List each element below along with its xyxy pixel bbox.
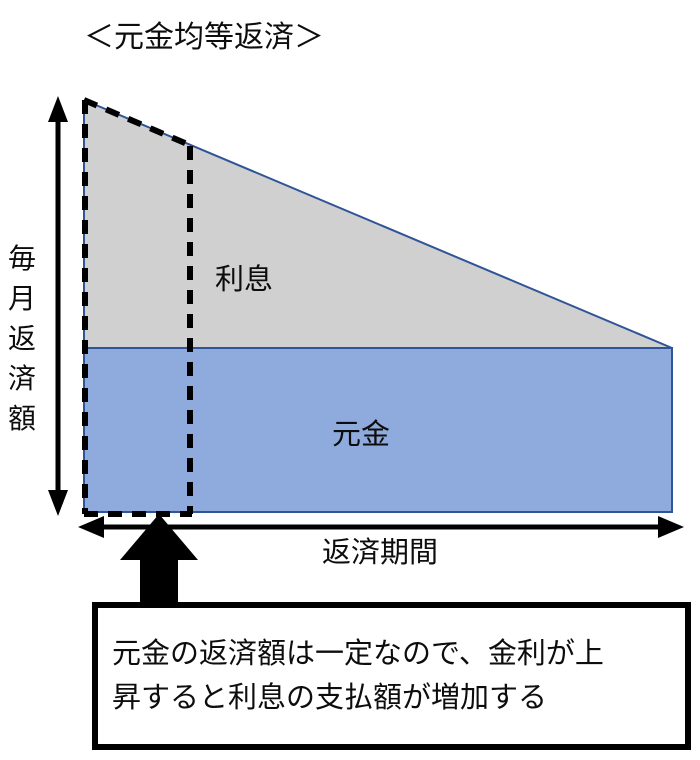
y-axis-arrowhead-up bbox=[48, 96, 68, 122]
y-axis-label-char-3: 済 bbox=[8, 363, 36, 394]
callout-pointer-arrow bbox=[120, 514, 198, 612]
y-axis-label-char-2: 返 bbox=[8, 323, 36, 354]
x-axis-arrowhead-left bbox=[78, 516, 104, 538]
x-axis-label: 返済期間 bbox=[322, 536, 438, 569]
y-axis-label-char-0: 毎 bbox=[8, 243, 36, 274]
x-axis-arrowhead-right bbox=[658, 516, 684, 538]
interest-area-label: 利息 bbox=[215, 263, 273, 296]
principal-area-label: 元金 bbox=[332, 418, 390, 451]
page-title: ＜元金均等返済＞ bbox=[84, 21, 324, 54]
callout-box bbox=[92, 602, 691, 750]
y-axis-label-char-4: 額 bbox=[8, 403, 36, 434]
y-axis-arrow bbox=[48, 96, 68, 516]
callout-line-1: 元金の返済額は一定なので、金利が上 bbox=[112, 637, 604, 670]
y-axis-arrowhead-down bbox=[48, 490, 68, 516]
highlight-box-top-edge bbox=[82, 97, 194, 149]
x-axis-arrow bbox=[78, 516, 684, 538]
first-payment-highlight-box bbox=[82, 97, 194, 517]
y-axis-label: 毎 月 返 済 額 bbox=[8, 243, 36, 434]
y-axis-label-char-1: 月 bbox=[8, 283, 36, 314]
callout-line-2: 昇すると利息の支払額が増加する bbox=[112, 681, 547, 714]
principal-area-fill bbox=[83, 347, 673, 513]
